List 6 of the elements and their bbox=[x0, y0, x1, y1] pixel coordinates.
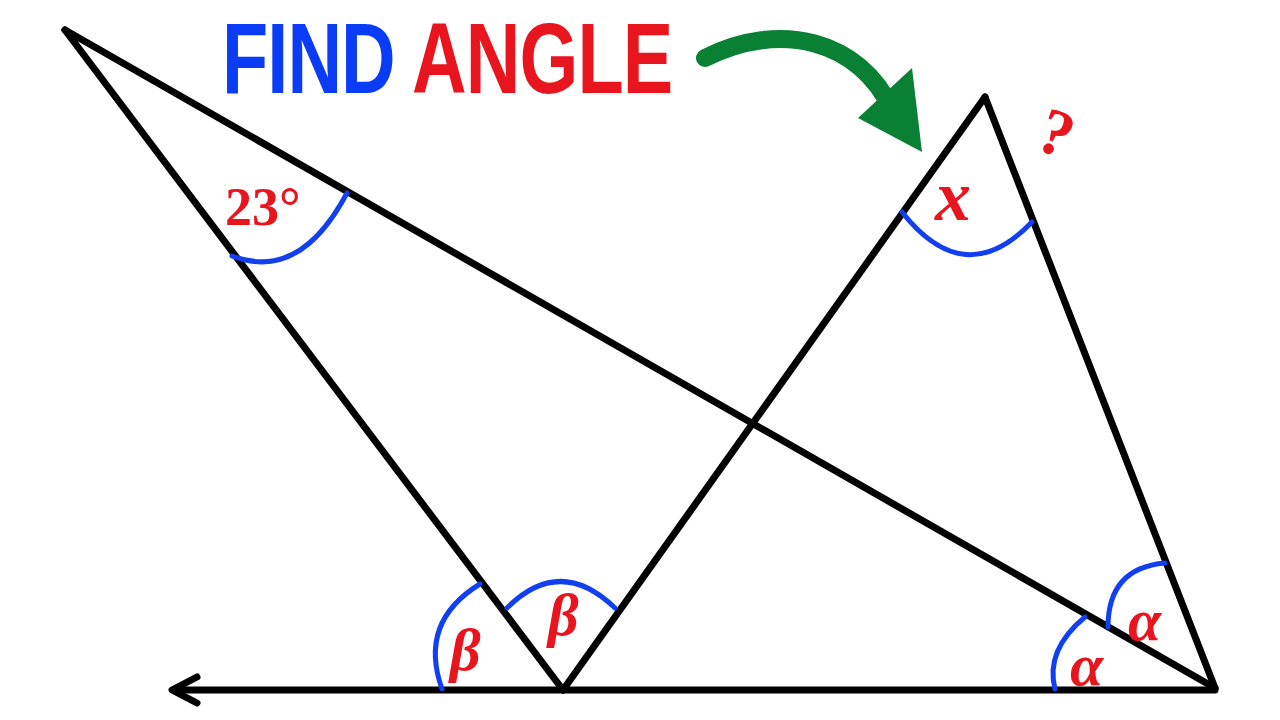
angle-label: α bbox=[1128, 590, 1162, 650]
question-mark: ? bbox=[1029, 96, 1084, 170]
angle-label: 23° bbox=[225, 180, 301, 234]
angle-label: x bbox=[935, 160, 971, 232]
title: FIND ANGLE bbox=[222, 8, 673, 109]
angle-label: α bbox=[1070, 635, 1104, 695]
